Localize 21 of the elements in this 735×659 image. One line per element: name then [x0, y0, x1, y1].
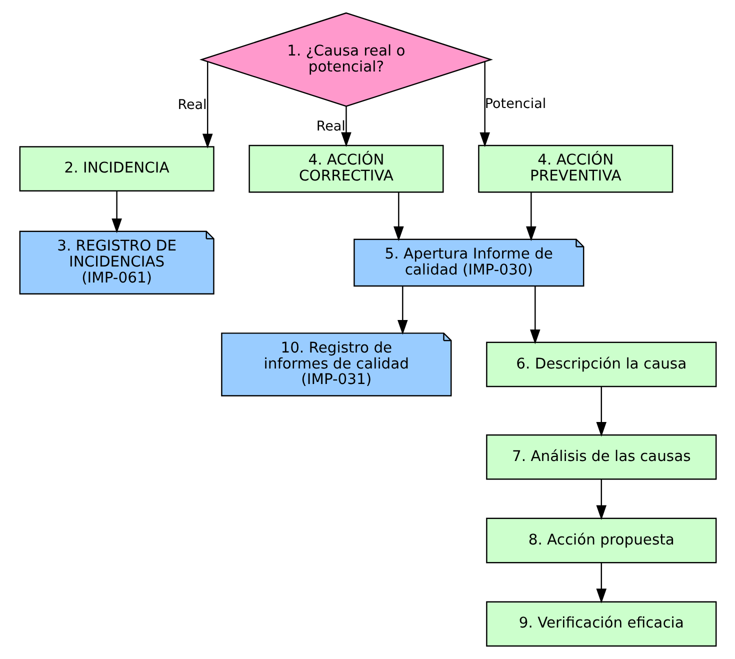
edge-label: Real: [177, 96, 206, 113]
arrow: [529, 286, 540, 344]
node-box: 2. INCIDENCIA: [18, 146, 214, 192]
arrow: [479, 62, 490, 148]
arrow: [202, 62, 212, 149]
edge-label: Potencial: [484, 96, 546, 112]
arrow: [596, 562, 606, 604]
arrow: [397, 286, 408, 335]
arrow: [526, 192, 536, 242]
node-box: 6. Descripción la causa: [486, 342, 716, 388]
node-box: 9. Verificación eficacia: [486, 601, 716, 647]
arrow: [393, 192, 404, 242]
node-box: 8. Acción propuesta: [486, 518, 716, 564]
node-box: 4. ACCIÓN PREVENTIVA: [478, 144, 673, 193]
edge-label: Real: [316, 118, 345, 134]
node-box: 4. ACCIÓN CORRECTIVA: [248, 144, 444, 193]
arrow: [340, 106, 351, 148]
arrow: [596, 386, 606, 437]
node-box: 7. Análisis de las causas: [486, 434, 716, 480]
arrow: [111, 191, 122, 234]
arrow: [596, 479, 606, 520]
